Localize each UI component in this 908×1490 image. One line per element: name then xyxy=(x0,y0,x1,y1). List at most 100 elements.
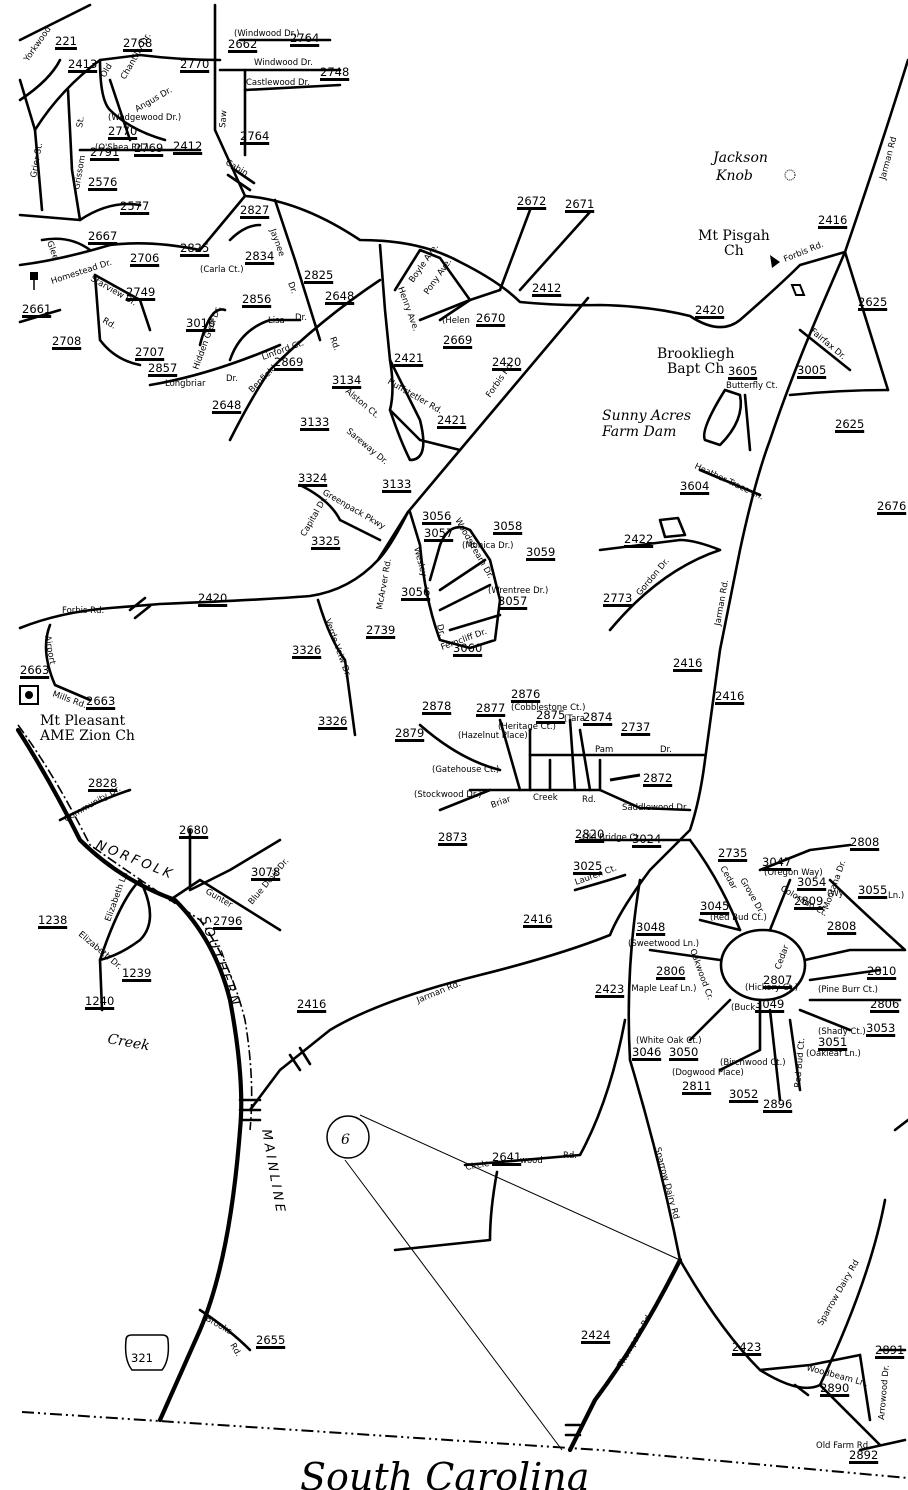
road-label: (Heritage Ct.) xyxy=(498,722,556,732)
address-number: 3324 xyxy=(298,471,327,485)
address-number: 2770 xyxy=(180,57,209,71)
address-number: 2739 xyxy=(366,623,395,637)
place-mt-pisgah-1: Mt Pisgah xyxy=(698,228,770,244)
address-underline xyxy=(632,1058,662,1061)
address-underline xyxy=(511,700,541,703)
road-label: (Wy xyxy=(827,889,844,899)
address-underline xyxy=(422,522,452,525)
road-label: Pam xyxy=(595,745,613,755)
address-underline xyxy=(680,492,710,495)
address-underline xyxy=(695,316,725,319)
road-label: Dr. xyxy=(285,281,298,296)
address-number: 3024 xyxy=(632,832,661,846)
address-underline xyxy=(251,878,281,881)
address-number: 2892 xyxy=(849,1448,878,1462)
address-number: 2827 xyxy=(240,203,269,217)
place-jackson-knob-1: Jackson xyxy=(710,150,768,166)
address-underline xyxy=(240,142,270,145)
address-underline xyxy=(88,242,118,245)
road-label: (Birchwood Ct.) xyxy=(720,1058,786,1068)
address-number: 3059 xyxy=(526,545,555,559)
address-number: 2416 xyxy=(818,213,847,227)
address-underline xyxy=(240,216,270,219)
road-label: (Monica Dr.) xyxy=(462,541,513,551)
address-number: 2770 xyxy=(108,124,137,138)
address-underline xyxy=(88,789,118,792)
address-underline xyxy=(245,262,275,265)
place-sunny-acres-2: Farm Dam xyxy=(601,424,676,440)
place-mt-pleasant-1: Mt Pleasant xyxy=(40,713,125,729)
address-number: 2416 xyxy=(297,997,326,1011)
address-number: 2820 xyxy=(575,827,604,841)
address-underline xyxy=(818,226,848,229)
address-number: 3326 xyxy=(292,643,321,657)
address-number: 2749 xyxy=(126,285,155,299)
address-number: 2422 xyxy=(624,532,653,546)
road-label: Rd. xyxy=(582,795,596,805)
address-underline xyxy=(382,490,412,493)
road-label: Circle xyxy=(465,1159,490,1173)
road-label: (Cobblestone Ct.) xyxy=(511,703,585,713)
address-underline xyxy=(669,1058,699,1061)
address-underline xyxy=(126,298,156,301)
address-underline xyxy=(332,386,362,389)
address-number: 3133 xyxy=(300,415,329,429)
address-number: 2671 xyxy=(565,197,594,211)
address-number: 2413 xyxy=(68,57,97,71)
address-number: 3055 xyxy=(858,883,887,897)
address-underline xyxy=(22,315,52,318)
address-underline xyxy=(453,654,483,657)
road-label: Saw xyxy=(218,110,229,128)
address-underline xyxy=(395,739,425,742)
road-label: Dr. xyxy=(295,313,307,323)
address-number: 2706 xyxy=(130,251,159,265)
road-label: Forbis Rd. xyxy=(62,606,104,616)
water-features xyxy=(658,169,796,539)
address-number: 3133 xyxy=(382,477,411,491)
road-label: (Buck xyxy=(731,1003,755,1013)
address-underline xyxy=(311,547,341,550)
road-label: (Pine Burr Ct.) xyxy=(818,985,878,995)
address-underline xyxy=(292,656,322,659)
address-underline xyxy=(38,926,68,929)
address-underline xyxy=(212,411,242,414)
address-number: 2735 xyxy=(718,846,747,860)
address-underline xyxy=(401,598,431,601)
road-label: Old Bridge Ct. xyxy=(582,833,642,843)
address-underline xyxy=(443,346,473,349)
address-underline xyxy=(718,859,748,862)
us-321-label: 321 xyxy=(131,1351,153,1365)
road-label: Lisa xyxy=(268,316,285,326)
address-underline xyxy=(476,324,506,327)
address-number: 2809 xyxy=(794,894,823,908)
address-underline xyxy=(632,845,662,848)
road-label: St. xyxy=(75,116,87,129)
address-number: 2662 xyxy=(228,37,257,51)
address-underline xyxy=(320,78,350,81)
address-number: 3056 xyxy=(401,585,430,599)
address-underline xyxy=(325,302,355,305)
address-number: 2423 xyxy=(732,1340,761,1354)
address-number: 2806 xyxy=(870,997,899,1011)
address-number: 3047 xyxy=(762,855,791,869)
address-number: 2648 xyxy=(325,289,354,303)
address-underline xyxy=(595,995,625,998)
road-label: Rd. xyxy=(327,336,341,353)
address-underline xyxy=(797,376,827,379)
address-underline xyxy=(256,1346,286,1349)
address-number: 2808 xyxy=(827,919,856,933)
address-underline xyxy=(422,712,452,715)
road-label: Arrowood Dr. xyxy=(877,1365,892,1421)
address-underline xyxy=(20,676,50,679)
address-underline xyxy=(297,1010,327,1013)
address-number: 3046 xyxy=(632,1045,661,1059)
address-number: 2876 xyxy=(511,687,540,701)
address-underline xyxy=(180,254,210,257)
road-label: (Oregon Way) xyxy=(764,868,823,878)
grid-marker: 6 xyxy=(326,1115,370,1159)
address-number: 2807 xyxy=(763,973,792,987)
address-underline xyxy=(763,986,793,989)
address-underline xyxy=(437,426,467,429)
address-number: 2676 xyxy=(877,499,906,513)
